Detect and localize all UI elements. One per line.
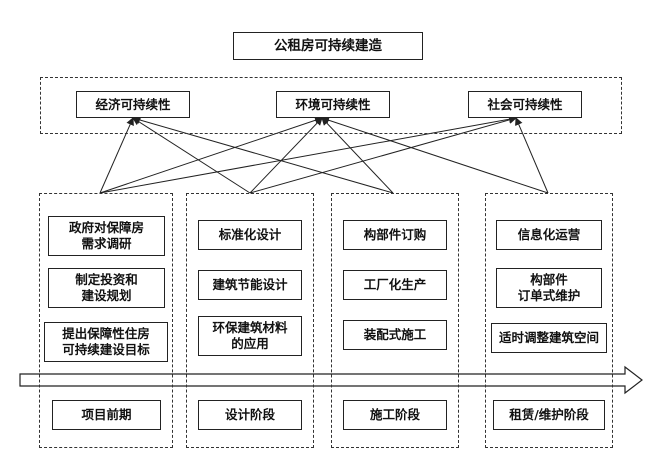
arrow-stage2-to-environment (249, 117, 323, 194)
arrow-stage1-to-environment (99, 116, 323, 194)
stage1-item-1: 政府对保障房 需求调研 (48, 216, 165, 256)
phase-label-3: 施工阶段 (343, 400, 447, 430)
arrow-stage2-to-social (249, 116, 517, 194)
goal-economic: 经济可持续性 (76, 91, 190, 118)
arrow-stage1-to-social (99, 115, 517, 194)
phase-label-2: 设计阶段 (198, 400, 302, 430)
stage4-item-3: 适时调整建筑空间 (491, 323, 607, 353)
arrow-stage4-to-environment (321, 116, 549, 194)
goal-environment: 环境可持续性 (276, 91, 390, 118)
stage1-item-3: 提出保障性住房 可持续建设目标 (44, 322, 168, 362)
stage3-item-3: 装配式施工 (343, 320, 447, 350)
arrow-stage2-to-economic (132, 117, 251, 194)
stage3-item-2: 工厂化生产 (343, 270, 447, 300)
arrow-stage4-to-social (515, 117, 549, 194)
stage4-item-1: 信息化运营 (496, 220, 602, 250)
stage3-item-1: 构部件订购 (343, 220, 447, 250)
stage-container-1 (39, 193, 173, 448)
stage2-item-3: 环保建筑材料 的应用 (198, 316, 302, 356)
stage1-item-2: 制定投资和 建设规划 (48, 268, 165, 308)
diagram-title: 公租房可持续建造 (233, 32, 423, 60)
stage-container-2 (186, 193, 314, 448)
arrow-stage1-to-economic (99, 117, 134, 194)
goal-social: 社会可持续性 (468, 91, 582, 118)
stage-container-4 (485, 193, 613, 448)
stage2-item-2: 建筑节能设计 (198, 270, 302, 300)
stage-container-3 (331, 193, 459, 448)
arrow-stage3-to-environment (321, 117, 394, 194)
goals-container (40, 77, 622, 134)
phase-label-4: 租赁/维护阶段 (493, 400, 605, 430)
phase-label-1: 项目前期 (52, 400, 161, 430)
stage4-item-2: 构部件 订单式维护 (496, 268, 602, 308)
arrow-stage3-to-economic (132, 116, 394, 194)
stage2-item-1: 标准化设计 (198, 220, 302, 250)
